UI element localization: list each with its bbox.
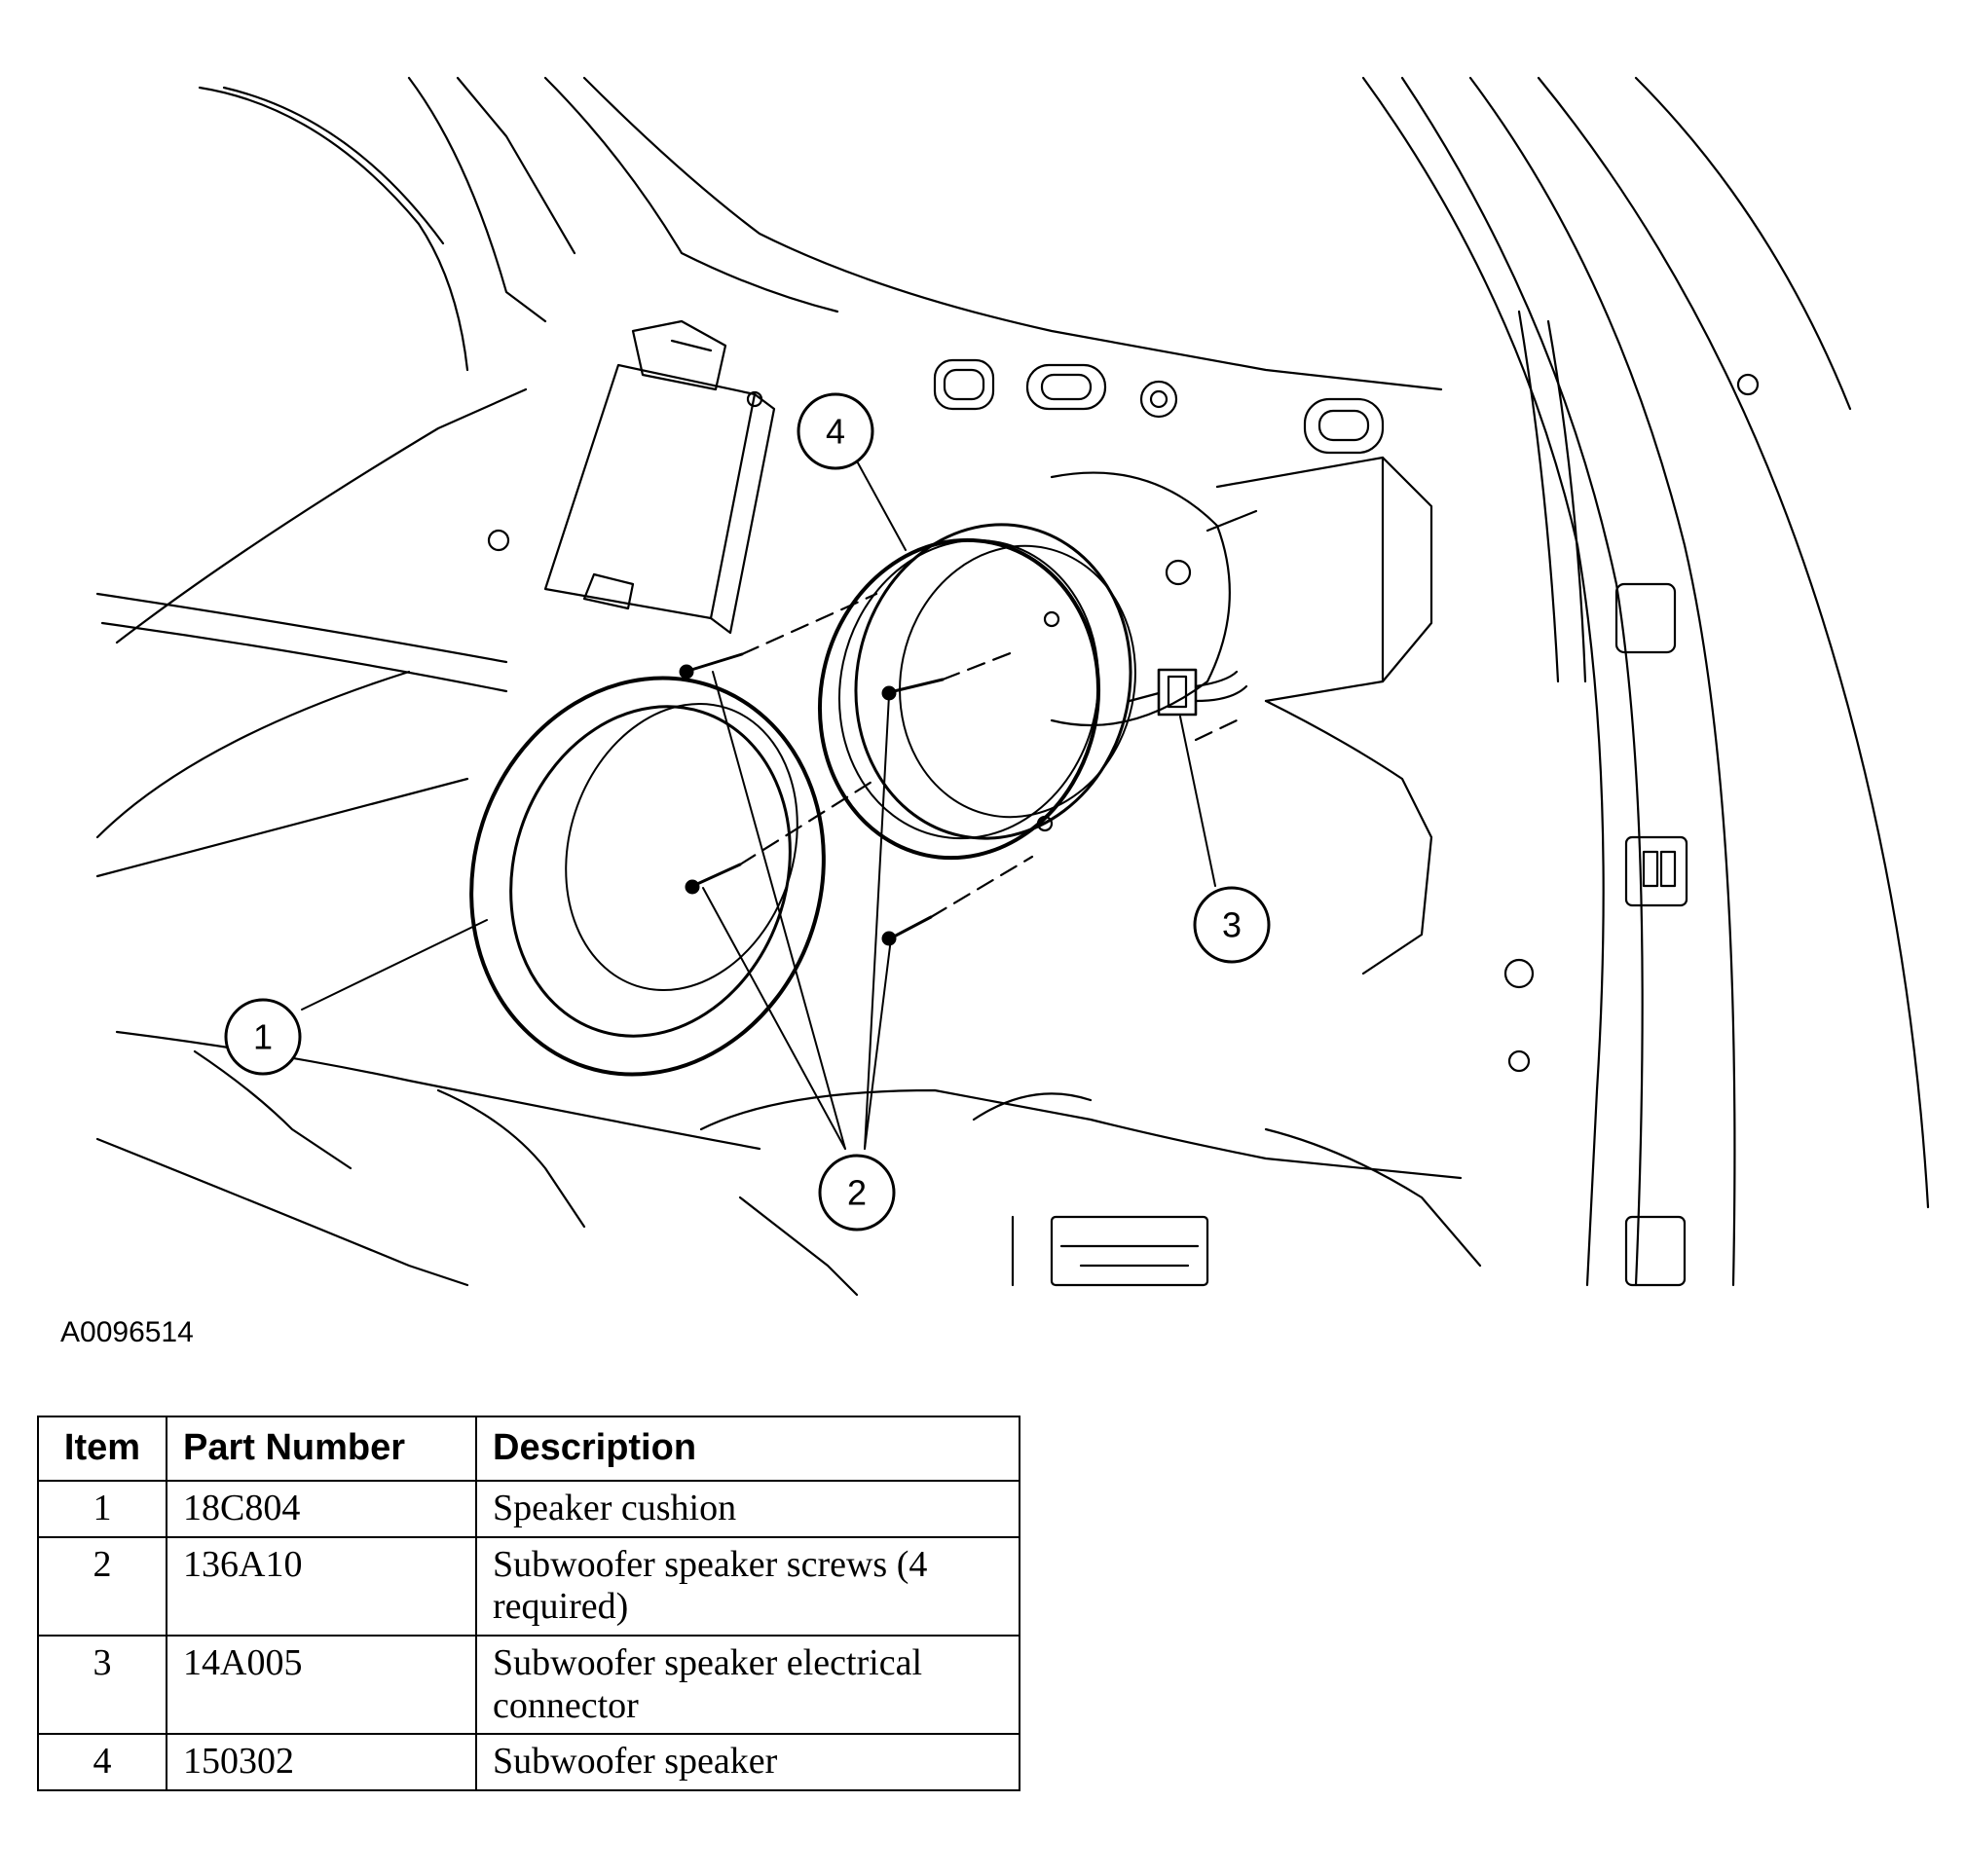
speaker-enclosure	[1050, 456, 1433, 975]
table-header-row: Item Part Number Description	[37, 1416, 1020, 1482]
header-item: Item	[37, 1416, 167, 1482]
figure-id-label: A0096514	[60, 1316, 194, 1348]
table-row: 1 18C804 Speaker cushion	[37, 1480, 1020, 1538]
cell-item: 3	[37, 1635, 167, 1736]
table-row: 4 150302 Subwoofer speaker	[37, 1733, 1020, 1792]
leader-lines	[301, 457, 1216, 1150]
cell-part-number: 136A10	[166, 1535, 477, 1637]
parts-table: Item Part Number Description 1 18C804 Sp…	[37, 1416, 1020, 1792]
cell-item: 1	[37, 1480, 167, 1538]
table-row: 3 14A005 Subwoofer speaker electrical co…	[37, 1635, 1020, 1736]
cell-description: Subwoofer speaker	[475, 1733, 1020, 1792]
electrical-connector-part	[1128, 668, 1248, 717]
svg-text:3: 3	[1222, 905, 1242, 945]
shelf-openings	[933, 358, 1385, 455]
cell-part-number: 14A005	[166, 1635, 477, 1736]
trunk-floor	[95, 1030, 1482, 1297]
cell-item: 2	[37, 1535, 167, 1637]
amplifier-module	[487, 319, 776, 635]
cell-description: Subwoofer speaker screws (4 required)	[475, 1535, 1020, 1637]
subwoofer-speaker-part	[817, 523, 1136, 861]
screws-part	[679, 652, 945, 946]
svg-text:1: 1	[253, 1017, 273, 1057]
exploded-view-illustration: 1 2 3 4	[95, 76, 1930, 1297]
quarter-panel-outline	[95, 76, 1443, 878]
callout-1: 1	[224, 998, 302, 1076]
header-description: Description	[475, 1416, 1020, 1482]
alignment-lines	[738, 592, 1239, 919]
header-part-number: Part Number	[166, 1416, 477, 1482]
callout-4: 4	[797, 392, 874, 470]
callout-3: 3	[1193, 886, 1271, 964]
cell-description: Subwoofer speaker electrical connector	[475, 1635, 1020, 1736]
cell-part-number: 18C804	[166, 1480, 477, 1538]
speaker-cushion-part	[469, 676, 826, 1077]
cell-part-number: 150302	[166, 1733, 477, 1792]
svg-text:2: 2	[847, 1173, 867, 1213]
cell-item: 4	[37, 1733, 167, 1792]
callout-2: 2	[818, 1154, 896, 1232]
right-side-panel	[1361, 76, 1930, 1287]
cell-description: Speaker cushion	[475, 1480, 1020, 1538]
table-row: 2 136A10 Subwoofer speaker screws (4 req…	[37, 1535, 1020, 1637]
svg-text:4: 4	[826, 412, 845, 452]
